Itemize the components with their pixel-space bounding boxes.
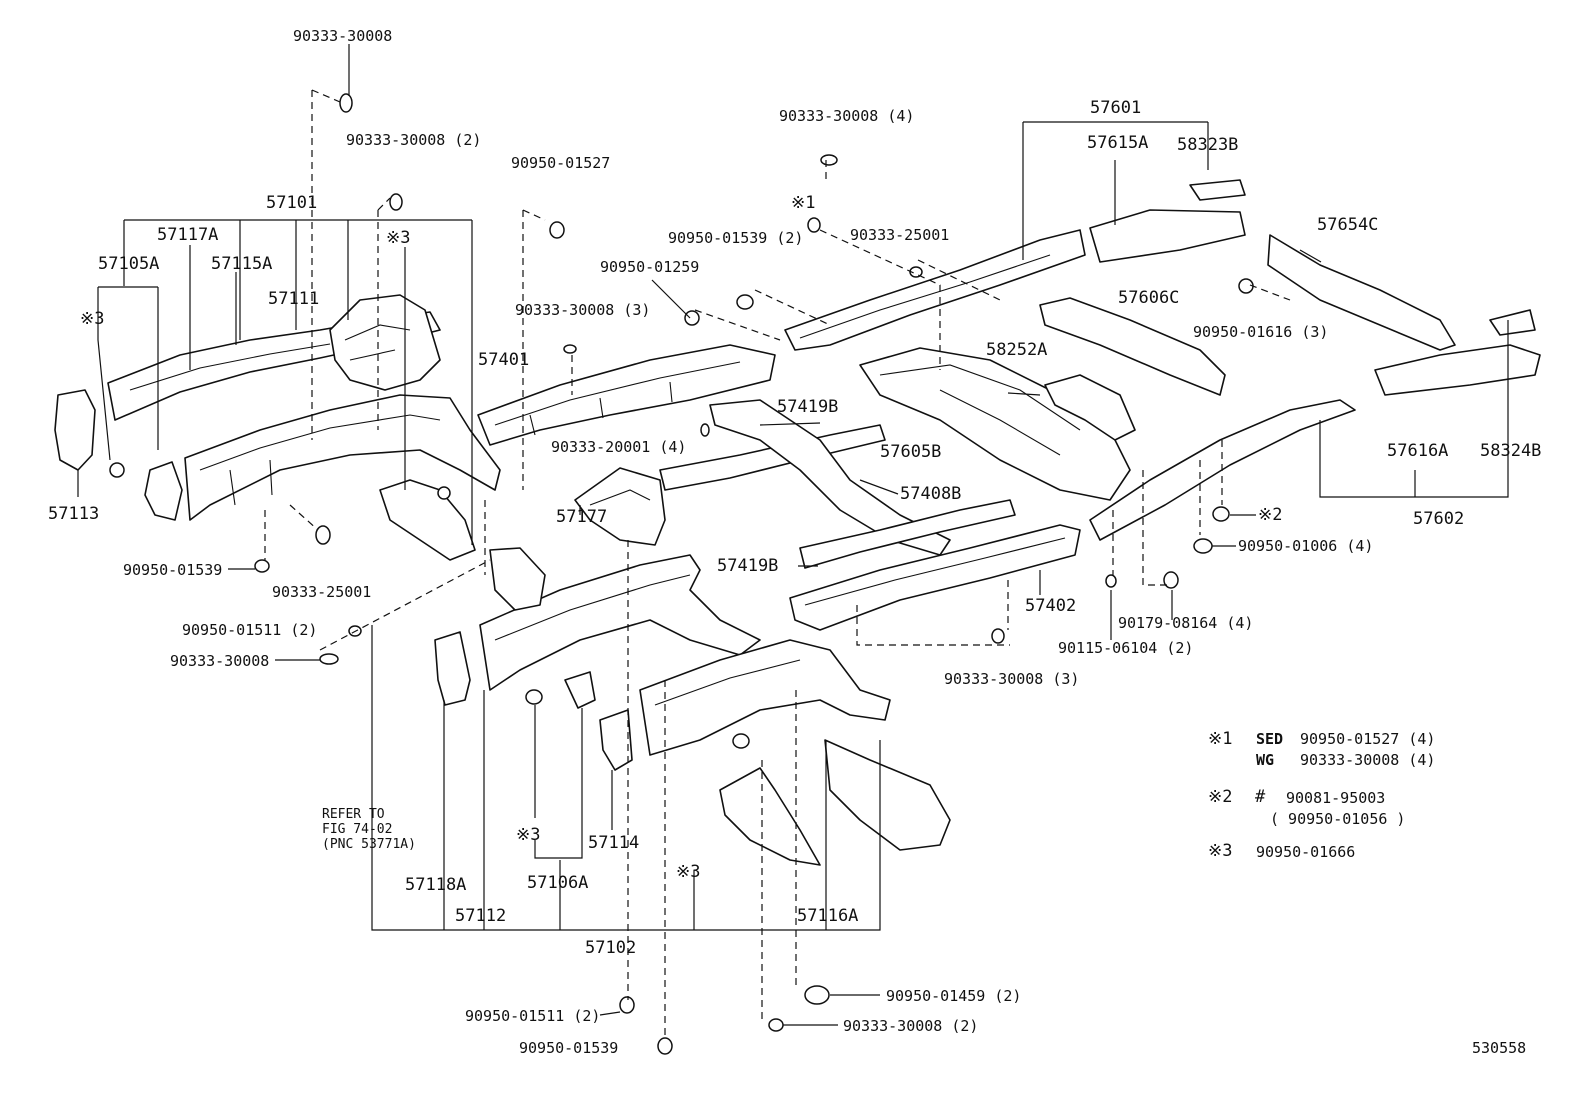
label-90333-30008-2: 90333-30008 (2) [843, 1017, 979, 1035]
label-90333-30008-2: 90333-30008 (2) [346, 131, 482, 149]
label-57654C: 57654C [1317, 215, 1379, 235]
diagram-code: 530558 [1472, 1039, 1527, 1057]
label-90950-01006-4: 90950-01006 (4) [1238, 537, 1374, 555]
front-left-frame-57101 [54, 294, 501, 561]
label-57112: 57112 [455, 906, 507, 926]
label-57419B: 57419B [777, 397, 839, 417]
crossmember-57654C [1267, 234, 1456, 351]
note-1-wg-part: 90333-30008 (4) [1300, 751, 1436, 769]
label-90950-01616-3: 90950-01616 (3) [1193, 323, 1329, 341]
label-mark-3: ※3 [676, 862, 701, 882]
label-90950-01539-2: 90950-01539 (2) [668, 229, 804, 247]
note-1-sed-part: 90950-01527 (4) [1300, 730, 1436, 748]
label-90950-01539: 90950-01539 [519, 1039, 619, 1057]
label-90950-01511-2: 90950-01511 (2) [465, 1007, 601, 1025]
side-rail-57402 [789, 524, 1081, 631]
label-57616A: 57616A [1387, 441, 1449, 461]
bracket-57177 [574, 467, 666, 546]
dashed-reference-lines [264, 89, 1291, 1040]
label-90179-08164-4: 90179-08164 (4) [1118, 614, 1254, 632]
label-mark-3: ※3 [516, 825, 541, 845]
label-90950-01527: 90950-01527 [511, 154, 611, 172]
label-58323B: 58323B [1177, 135, 1239, 155]
label-90333-20001-4: 90333-20001 (4) [551, 438, 687, 456]
rear-rail-57602 [1089, 179, 1541, 541]
label-57605B: 57605B [880, 442, 942, 462]
fasteners [109, 93, 1254, 1055]
label-57177: 57177 [556, 507, 608, 527]
label-mark-3: ※3 [80, 309, 105, 329]
label-90333-25001: 90333-25001 [272, 583, 372, 601]
label-57111: 57111 [268, 289, 320, 309]
note-3-part: 90950-01666 [1256, 843, 1356, 861]
label-90333-25001: 90333-25001 [850, 226, 950, 244]
label-90950-01511-2: 90950-01511 (2) [182, 621, 318, 639]
refer-note-line2: FIG 74-02 [322, 822, 393, 837]
label-57401: 57401 [478, 350, 530, 370]
label-57601: 57601 [1090, 98, 1142, 118]
label-58324B: 58324B [1480, 441, 1542, 461]
label-57402: 57402 [1025, 596, 1077, 616]
label-57606C: 57606C [1118, 288, 1180, 308]
refer-note-line3: (PNC 53771A) [322, 837, 416, 852]
note-2-part: 90081-95003 [1286, 789, 1386, 807]
panel-57606C [1039, 297, 1226, 396]
floor-pan-57605B [859, 347, 1131, 501]
label-57419B: 57419B [717, 556, 779, 576]
note-2-mark: ※2 [1208, 787, 1233, 807]
label-90950-01459-2: 90950-01459 (2) [886, 987, 1022, 1005]
label-mark-1: ※1 [791, 193, 816, 213]
note-3-mark: ※3 [1208, 841, 1233, 861]
label-57117A: 57117A [157, 225, 219, 245]
center-floor-57401 [477, 344, 776, 446]
label-90115-06104-2: 90115-06104 (2) [1058, 639, 1194, 657]
refer-note-line1: REFER TO [322, 807, 385, 822]
label-57105A: 57105A [98, 254, 160, 274]
label-57116A: 57116A [797, 906, 859, 926]
note-1-mark: ※1 [1208, 729, 1233, 749]
front-right-frame-57102 [434, 547, 951, 866]
label-57118A: 57118A [405, 875, 467, 895]
label-57101: 57101 [266, 193, 318, 213]
label-57115A: 57115A [211, 254, 273, 274]
rear-rail-57601 [784, 209, 1246, 351]
label-57102: 57102 [585, 938, 637, 958]
label-57408B: 57408B [900, 484, 962, 504]
label-57114: 57114 [588, 833, 640, 853]
label-90950-01259: 90950-01259 [600, 258, 700, 276]
label-mark-3: ※3 [386, 228, 411, 248]
label-57106A: 57106A [527, 873, 589, 893]
note-1-wg: WG [1256, 751, 1275, 769]
note-2-hash: # [1255, 787, 1266, 807]
label-90333-30008: 90333-30008 [170, 652, 270, 670]
label-mark-2: ※2 [1258, 505, 1283, 525]
note-2-part-alt: ( 90950-01056 ) [1270, 810, 1406, 828]
label-90333-30008: 90333-30008 [293, 27, 393, 45]
crossmember-57408B [659, 399, 1016, 569]
label-57615A: 57615A [1087, 133, 1149, 153]
label-57113: 57113 [48, 504, 100, 524]
label-90333-30008-4: 90333-30008 (4) [779, 107, 915, 125]
label-90950-01539: 90950-01539 [123, 561, 223, 579]
bracket-58252A [1044, 374, 1136, 441]
note-1-sed: SED [1256, 730, 1284, 748]
label-90333-30008-3: 90333-30008 (3) [944, 670, 1080, 688]
leader-lines [77, 44, 1509, 1026]
label-57602: 57602 [1413, 509, 1465, 529]
label-58252A: 58252A [986, 340, 1048, 360]
label-90333-30008-3: 90333-30008 (3) [515, 301, 651, 319]
